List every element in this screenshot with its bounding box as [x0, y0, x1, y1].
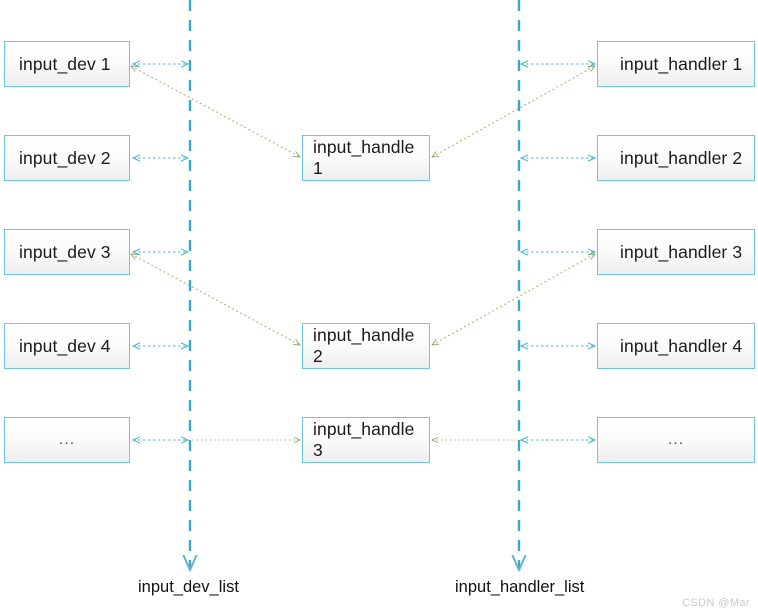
csdn-watermark: CSDN @Mar [682, 597, 750, 609]
node-label: ... [58, 431, 76, 448]
node-label: input_dev 3 [19, 241, 111, 262]
node-input-handle-3[interactable]: input_handle 3 [302, 417, 430, 463]
node-label: input_handle 3 [313, 419, 415, 460]
node-label: input_dev 1 [19, 53, 111, 74]
connector-handle2-to-handler3 [432, 253, 595, 346]
axis-label-input-dev-list: input_dev_list [138, 578, 239, 596]
node-input-dev-more[interactable]: ... [4, 417, 130, 463]
node-label: input_handler 3 [620, 241, 743, 262]
node-input-handler-4[interactable]: input_handler 4 [597, 323, 755, 369]
connector-dev3-to-handle2 [131, 253, 300, 346]
node-input-handler-3[interactable]: input_handler 3 [597, 229, 755, 275]
node-input-handle-1[interactable]: input_handle 1 [302, 135, 430, 181]
node-input-dev-1[interactable]: input_dev 1 [4, 41, 130, 87]
node-input-handle-2[interactable]: input_handle 2 [302, 323, 430, 369]
node-input-handler-more[interactable]: ... [597, 417, 755, 463]
node-label: input_handler 1 [620, 53, 743, 74]
node-input-handler-2[interactable]: input_handler 2 [597, 135, 755, 181]
node-label: input_dev 4 [19, 335, 111, 356]
node-label: input_handler 4 [620, 335, 743, 356]
connector-handle1-to-handler1 [432, 65, 595, 158]
node-input-handler-1[interactable]: input_handler 1 [597, 41, 755, 87]
node-input-dev-2[interactable]: input_dev 2 [4, 135, 130, 181]
node-label: ... [667, 431, 685, 448]
node-label: input_handle 2 [313, 325, 415, 366]
axis-label-input-handler-list: input_handler_list [455, 578, 585, 596]
node-label: input_handler 2 [620, 147, 743, 168]
node-label: input_dev 2 [19, 147, 111, 168]
node-input-dev-4[interactable]: input_dev 4 [4, 323, 130, 369]
node-label: input_handle 1 [313, 137, 415, 178]
node-input-dev-3[interactable]: input_dev 3 [4, 229, 130, 275]
connector-dev1-to-handle1 [131, 65, 300, 158]
